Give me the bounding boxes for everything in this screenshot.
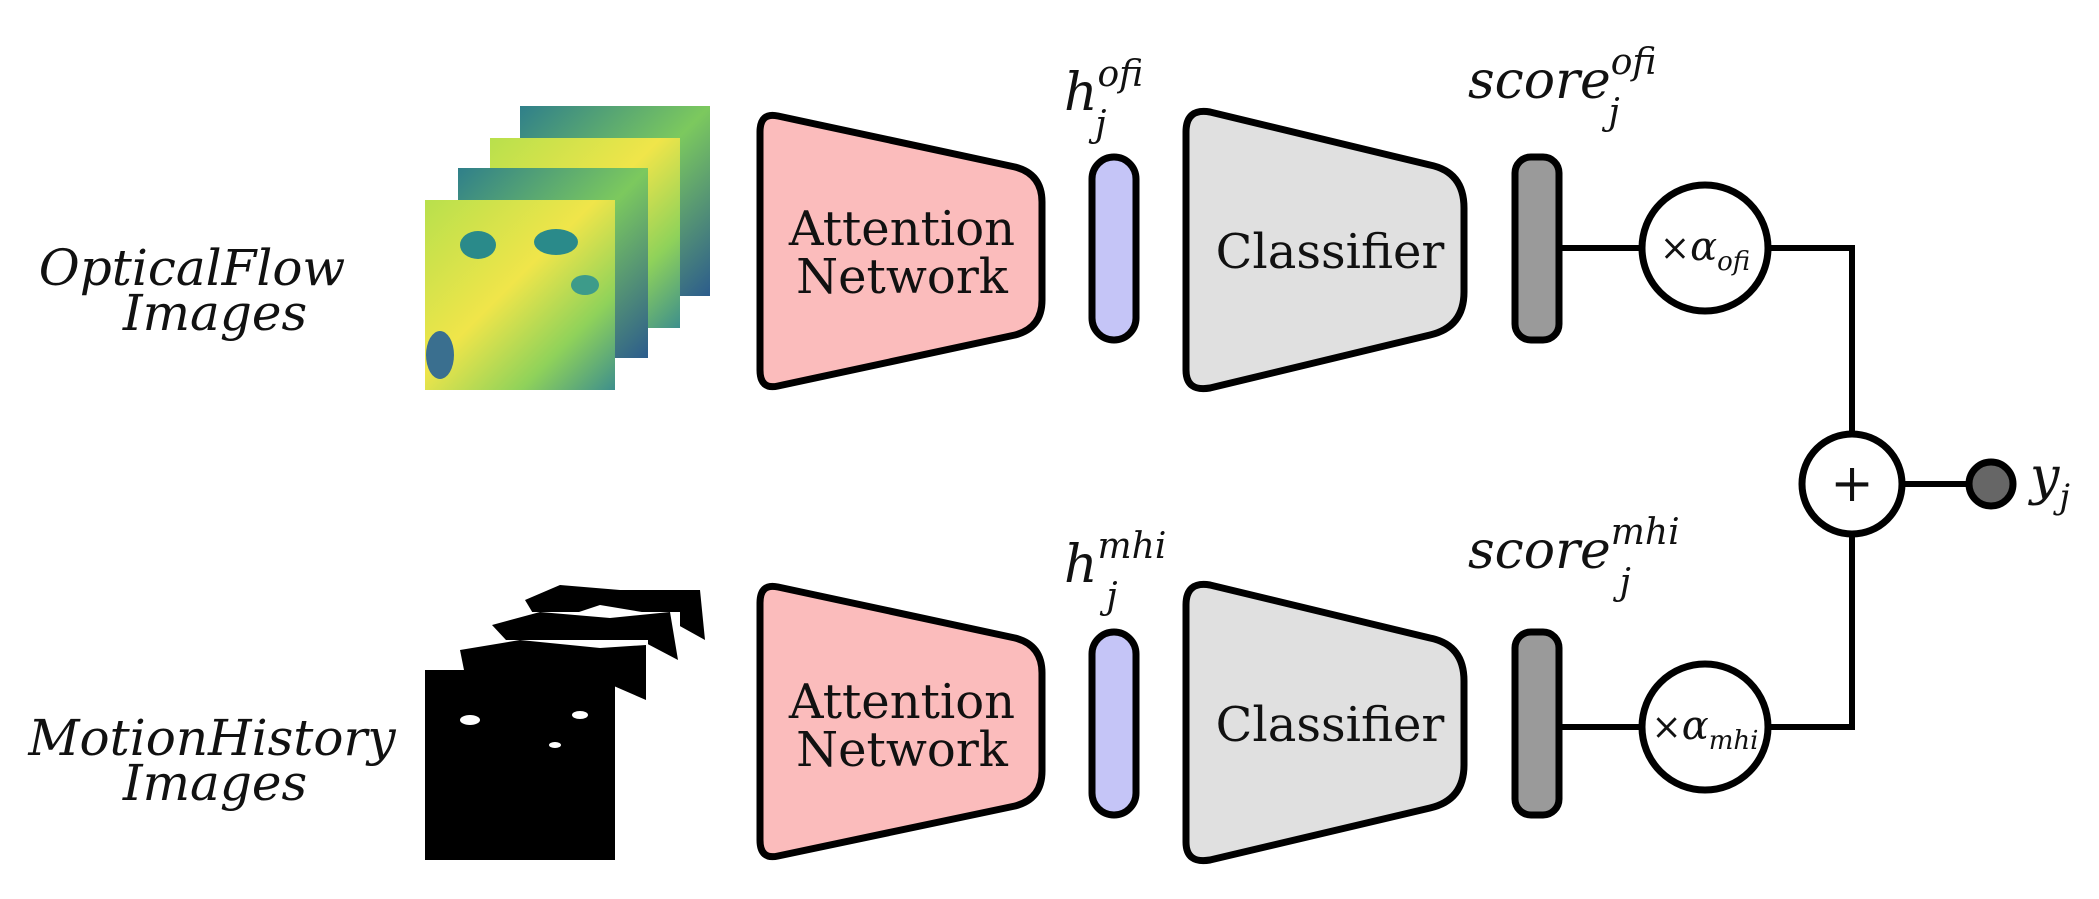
mhi-attention-network-label-line1: Attention [788, 674, 1015, 730]
motion-history-label-line1: MotionHistory [27, 709, 396, 767]
motion-history-label-line2: Images [122, 754, 307, 812]
ofi-attention-network-label-line1: Attention [788, 201, 1015, 257]
motion-history-label: MotionHistory Images [27, 709, 396, 812]
ofi-weight-label: ×αofi [1660, 224, 1750, 277]
ofi-feature-vector [1088, 153, 1140, 344]
ofi-blob-4 [426, 331, 454, 379]
output-node [1965, 458, 2017, 510]
ofi-attention-network-block [756, 111, 1046, 391]
mhi-classifier-label: Classifier [1216, 697, 1445, 753]
ofi-blob-2 [534, 229, 578, 255]
mhi-highlight-3 [549, 742, 561, 748]
mhi-weight-to-sum-wire [1768, 536, 1855, 730]
mhi-texture-4 [525, 585, 705, 640]
mhi-score-vector [1511, 628, 1563, 819]
motion-history-image-stack [425, 580, 710, 860]
mhi-attention-network-block [756, 582, 1046, 861]
mhi-attention-network-label-line2: Network [796, 722, 1009, 778]
ofi-frame-1 [425, 200, 615, 390]
ofi-classifier-label: Classifier [1216, 224, 1445, 280]
mhi-frame-1 [425, 670, 615, 860]
ofi-classifier-block [1182, 107, 1468, 393]
optical-flow-label: OpticalFlow Images [39, 239, 345, 342]
ofi-weight-to-sum-wire [1768, 245, 1855, 432]
output-label: yj [2028, 447, 2070, 517]
mhi-weight-label: ×αmhi [1652, 703, 1759, 756]
ofi-blob-3 [571, 275, 599, 295]
optical-flow-image-stack [425, 106, 710, 390]
ofi-blob-1 [460, 231, 496, 259]
sum-symbol: + [1830, 454, 1874, 514]
optical-flow-label-line2: Images [122, 284, 307, 342]
mhi-highlight-2 [572, 711, 588, 719]
mhi-feature-vector [1088, 628, 1140, 819]
mhi-classifier-block [1182, 580, 1468, 865]
fusion-output: + yj [1798, 430, 2070, 538]
ofi-attention-network-label-line2: Network [796, 249, 1009, 305]
ofi-score-vector [1511, 153, 1563, 344]
optical-flow-label-line1: OpticalFlow [39, 239, 345, 297]
mhi-highlight-1 [460, 715, 480, 725]
